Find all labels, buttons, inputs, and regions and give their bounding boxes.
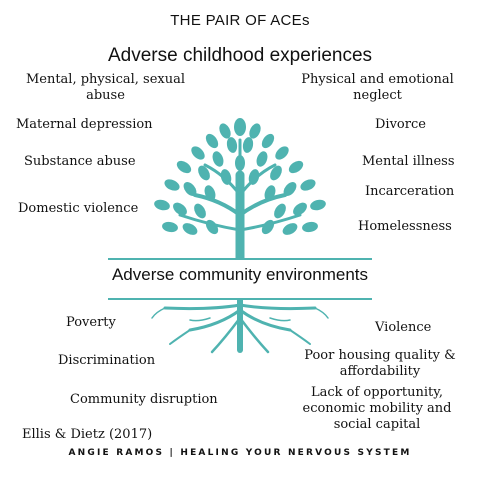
childhood-item-substance-abuse: Substance abuse [24, 154, 136, 169]
divider-bottom [108, 298, 372, 300]
divider-top [108, 258, 372, 260]
community-item-violence: Violence [375, 320, 432, 335]
citation: Ellis & Dietz (2017) [22, 427, 153, 442]
childhood-item-incarceration: Incarceration [365, 184, 455, 199]
community-item-poverty: Poverty [66, 315, 116, 330]
community-item-opportunity: Lack of opportunity, economic mobility a… [302, 385, 452, 432]
page-title: THE PAIR OF ACEs [170, 12, 310, 29]
community-item-housing: Poor housing quality & affordability [304, 348, 456, 379]
childhood-item-homelessness: Homelessness [358, 219, 452, 234]
roots-icon [151, 300, 329, 354]
childhood-item-maternal-depression: Maternal depression [16, 117, 153, 132]
childhood-item-domestic-violence: Domestic violence [18, 201, 139, 216]
footer-credit: ANGIE RAMOS | HEALING YOUR NERVOUS SYSTE… [68, 448, 412, 458]
tree-icon [154, 118, 326, 260]
community-item-disruption: Community disruption [70, 392, 218, 407]
childhood-item-mental-illness: Mental illness [362, 154, 455, 169]
childhood-item-neglect: Physical and emotional neglect [301, 72, 454, 103]
community-item-discrimination: Discrimination [58, 353, 156, 368]
community-heading: Adverse community environments [111, 265, 369, 284]
childhood-item-divorce: Divorce [375, 117, 426, 132]
childhood-item-abuse: Mental, physical, sexual abuse [25, 72, 186, 103]
childhood-heading: Adverse childhood experiences [107, 45, 373, 66]
